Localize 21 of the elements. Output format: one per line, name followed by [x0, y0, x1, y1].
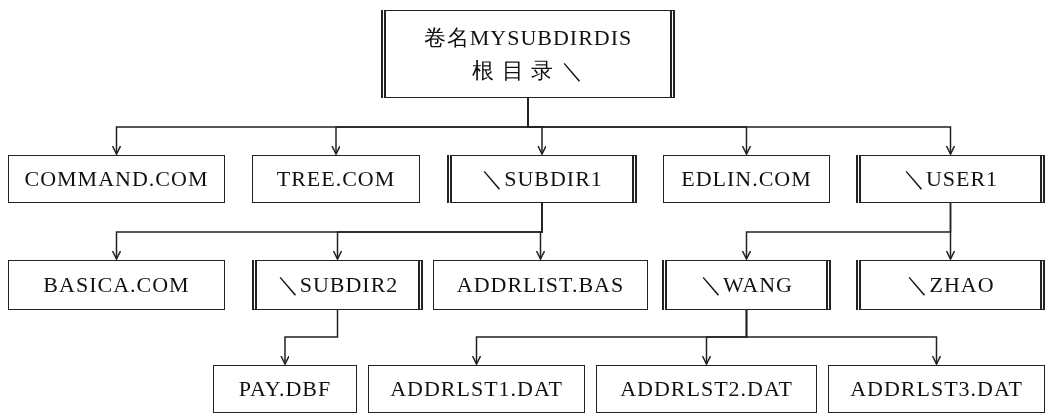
file-box: PAY.DBF — [213, 365, 357, 413]
box-label: 根 目 录 ＼ — [472, 57, 584, 85]
file-box: ADDRLST1.DAT — [368, 365, 585, 413]
directory-box: ＼USER1 — [856, 155, 1045, 203]
arrow — [745, 309, 942, 365]
file-box: COMMAND.COM — [8, 155, 225, 203]
directory-box: ＼SUBDIR1 — [447, 155, 637, 203]
file-box: BASICA.COM — [8, 260, 225, 310]
directory-box — [381, 10, 675, 98]
arrow — [280, 309, 339, 365]
box-label: 卷名MYSUBDIRDIS — [423, 24, 633, 52]
file-box: EDLIN.COM — [663, 155, 830, 203]
file-box: ADDRLIST.BAS — [433, 260, 648, 310]
arrow — [535, 202, 546, 260]
arrow — [945, 202, 956, 260]
directory-box: ＼WANG — [662, 260, 831, 310]
directory-box: ＼ZHAO — [856, 260, 1045, 310]
file-box: ADDRLST3.DAT — [828, 365, 1045, 413]
directory-box: ＼SUBDIR2 — [252, 260, 423, 310]
file-box: ADDRLST2.DAT — [596, 365, 817, 413]
file-box: TREE.COM — [252, 155, 420, 203]
